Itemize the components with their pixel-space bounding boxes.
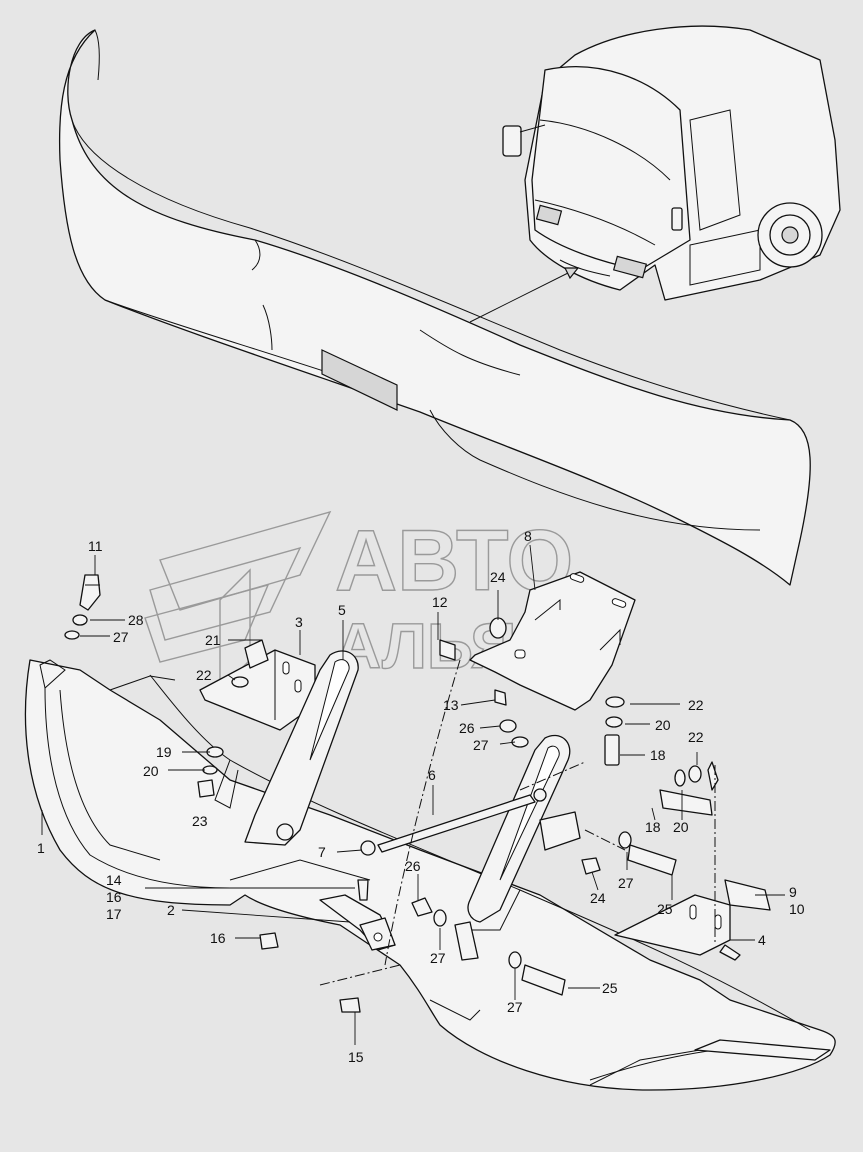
callout-27c: 27 [618, 875, 634, 891]
bumper-frame [24, 659, 836, 1091]
bumper-cover [58, 29, 811, 586]
callout-3: 3 [295, 614, 303, 630]
grease-fitting [79, 574, 101, 611]
callout-18: 18 [650, 747, 666, 763]
callout-1: 1 [37, 840, 45, 856]
callout-8: 8 [524, 528, 532, 544]
callout-26b: 26 [405, 858, 421, 874]
callout-5: 5 [338, 602, 346, 618]
callout-22: 22 [196, 667, 212, 683]
callout-24b: 24 [590, 890, 606, 906]
callout-15: 15 [348, 1049, 364, 1065]
callout-27: 27 [113, 629, 129, 645]
callout-26: 26 [459, 720, 475, 736]
callout-19: 19 [156, 744, 172, 760]
callout-22b: 22 [688, 697, 704, 713]
callout-20b: 20 [655, 717, 671, 733]
callout-11: 11 [88, 538, 103, 554]
callout-labels: 11 28 27 21 3 5 22 19 20 23 1 12 8 24 13… [37, 528, 805, 1065]
callout-16: 16 [106, 889, 122, 905]
callout-14: 14 [106, 872, 122, 888]
location-arrow-head [564, 267, 580, 280]
callout-17: 17 [106, 906, 122, 922]
callout-21: 21 [205, 632, 221, 648]
callout-18b: 18 [645, 819, 661, 835]
callout-22c: 22 [688, 729, 704, 745]
bracket-upper-right [469, 571, 636, 711]
callout-16b: 16 [210, 930, 226, 946]
fasteners [64, 614, 719, 1013]
hinge-lower [319, 894, 396, 951]
callout-27b: 27 [473, 737, 489, 753]
callout-24: 24 [490, 569, 506, 585]
leader-lines [41, 544, 785, 1045]
callout-25b: 25 [602, 980, 618, 996]
callout-9: 9 [789, 884, 797, 900]
callout-10: 10 [789, 901, 805, 917]
callout-20: 20 [143, 763, 159, 779]
hinge-right [614, 894, 741, 961]
bracket-left [199, 649, 316, 731]
callout-25: 25 [657, 901, 673, 917]
callout-27d: 27 [430, 950, 446, 966]
bus-illustration [502, 25, 841, 301]
callout-7: 7 [318, 844, 326, 860]
callout-28: 28 [128, 612, 144, 628]
callout-27e: 27 [507, 999, 523, 1015]
location-arrow [469, 267, 579, 323]
callout-6: 6 [428, 767, 436, 783]
support-rod [360, 788, 547, 856]
assembly-lines [319, 659, 716, 986]
callout-2: 2 [167, 902, 175, 918]
callout-4: 4 [758, 932, 766, 948]
callout-20c: 20 [673, 819, 689, 835]
clip-plate [724, 879, 771, 911]
callout-12: 12 [432, 594, 448, 610]
callout-13: 13 [443, 697, 459, 713]
callout-23: 23 [192, 813, 208, 829]
strap-left [244, 650, 359, 846]
